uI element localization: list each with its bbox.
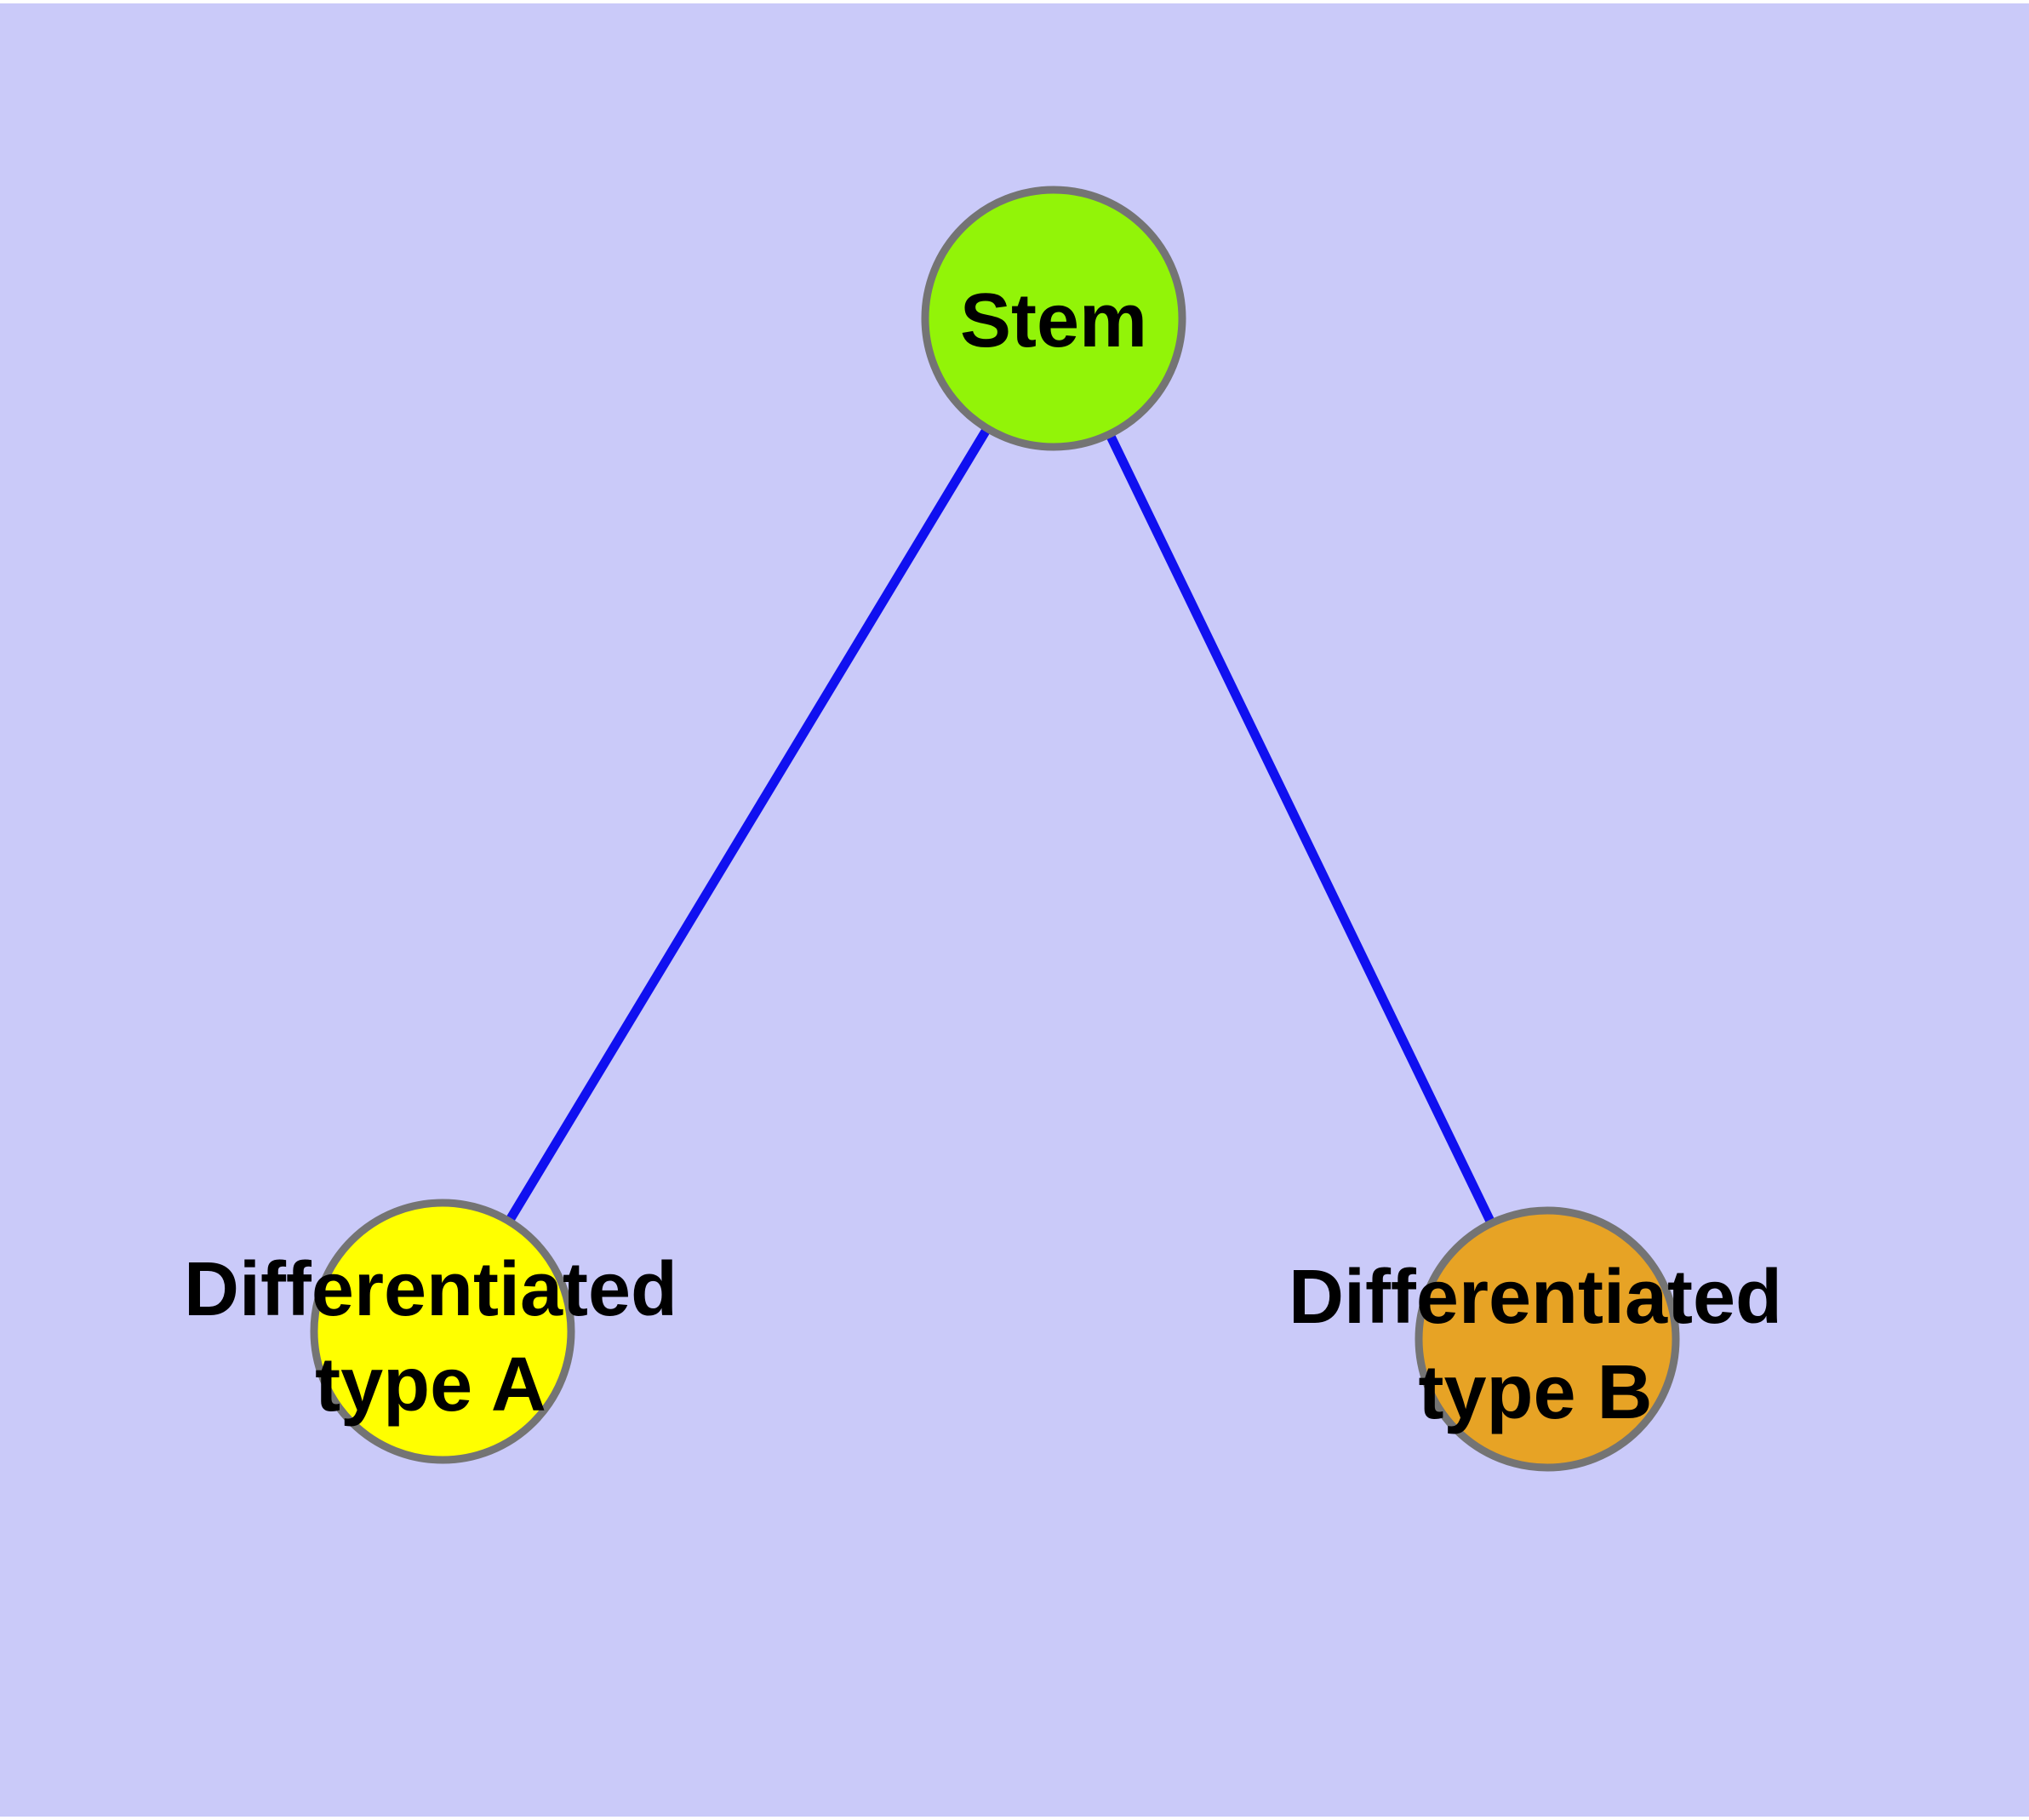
edge-stem-to-type-b	[1049, 316, 1552, 1342]
node-type-b-label-line2: type B	[1418, 1350, 1652, 1435]
node-type-a-label-line1: Differentiated	[184, 1247, 677, 1332]
node-stem-label: Stem	[960, 278, 1147, 363]
node-type-b-label-line1: Differentiated	[1289, 1255, 1782, 1340]
node-type-a-label-line2: type A	[315, 1342, 546, 1428]
edge-stem-to-type-a	[438, 316, 1058, 1334]
node-stem	[921, 186, 1186, 451]
node-differentiated-type-b	[1415, 1206, 1680, 1472]
node-differentiated-type-a	[310, 1199, 575, 1464]
